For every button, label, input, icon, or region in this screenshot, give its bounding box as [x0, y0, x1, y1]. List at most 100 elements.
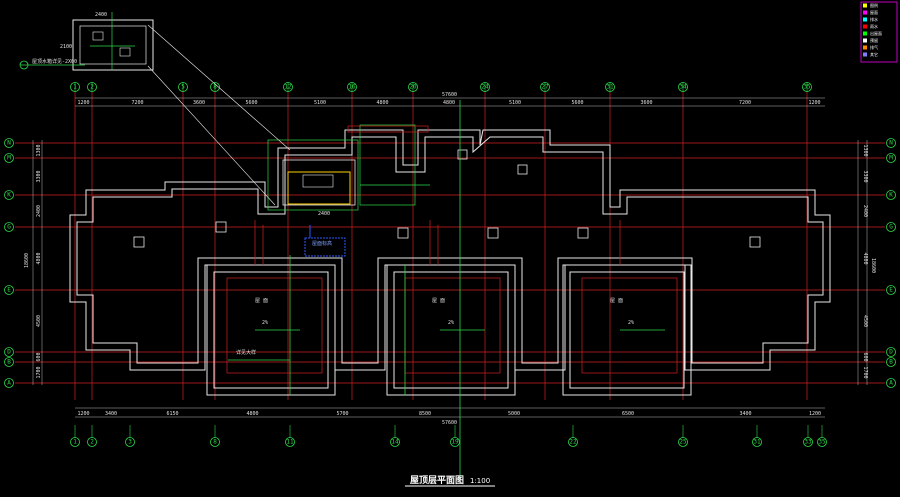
dim-left-3: 4800	[36, 252, 42, 264]
slope-label-a: 2%	[262, 320, 268, 326]
axis-label-left-D: D	[7, 349, 11, 356]
dim-right-6: 1700	[862, 366, 868, 378]
axis-label-bottom-1: 1	[73, 439, 77, 446]
building-outline	[69, 129, 831, 371]
inset-dim-width: 2400	[95, 12, 107, 18]
overall-dim-left: 18600	[24, 253, 30, 268]
slope-marks	[228, 100, 665, 480]
dim-left-5: 600	[36, 352, 42, 361]
dim-right-0: 1300	[862, 144, 868, 156]
legend-swatch-0	[863, 3, 867, 8]
axis-label-bottom-35: 35	[818, 439, 826, 446]
dimension-lines	[32, 97, 868, 418]
legend-item-4: 出屋面	[870, 30, 882, 36]
legend-item-0: 图例	[870, 2, 878, 8]
legend-swatch-1	[863, 10, 867, 15]
axis-label-right-A: A	[889, 380, 893, 387]
axis-bubble-top-24	[480, 82, 490, 92]
axis-bubble-left-G	[4, 222, 14, 232]
dim-bottom-5: 8500	[419, 411, 431, 417]
axis-bubble-right-G	[886, 222, 896, 232]
axis-bubble-bottom-19	[450, 437, 460, 447]
axis-bubble-right-M	[886, 153, 896, 163]
legend-item-2: 排水	[870, 16, 878, 22]
dim-top-8: 5600	[571, 100, 583, 106]
legend-item-1: 屋面	[870, 9, 878, 15]
legend-swatch-4	[863, 31, 867, 36]
elev-callout: 屋面标高	[312, 240, 332, 247]
dim-top-2: 3600	[193, 100, 205, 106]
axis-label-left-B: B	[7, 359, 11, 366]
dim-top-10: 7200	[739, 100, 751, 106]
stair-label-2: 屋 面	[432, 298, 445, 304]
axis-bubble-left-B	[4, 357, 14, 367]
dim-top-3: 5600	[245, 100, 257, 106]
legend-swatch-7	[863, 52, 867, 57]
axis-bubble-bottom-31	[752, 437, 762, 447]
stair-label-1: 屋 面	[255, 298, 268, 304]
axis-label-top-34: 34	[679, 84, 687, 91]
dim-right-3: 4800	[862, 252, 868, 264]
stair-roof-boxes	[206, 264, 692, 396]
axis-bubble-bottom-33	[803, 437, 813, 447]
axis-label-right-N: N	[889, 140, 893, 147]
dim-left-6: 1700	[36, 366, 42, 378]
dim-left-4: 4500	[36, 315, 42, 327]
axis-label-bottom-25: 25	[679, 439, 687, 446]
axis-label-top-5: 5	[181, 84, 185, 91]
axis-bubble-left-E	[4, 285, 14, 295]
axis-bubble-left-A	[4, 378, 14, 388]
axis-label-left-E: E	[7, 287, 11, 294]
axis-label-top-31: 31	[606, 84, 614, 91]
axis-bubble-bottom-1	[70, 437, 80, 447]
legend-swatch-2	[863, 17, 867, 22]
legend-item-6: 排气	[870, 44, 878, 50]
axis-label-top-16: 16	[348, 84, 356, 91]
axis-label-right-B: B	[889, 359, 893, 366]
axis-bubble-top-2	[87, 82, 97, 92]
axis-bubble-top-5	[178, 82, 188, 92]
stair-inner-lines	[226, 220, 678, 374]
axis-bubble-right-A	[886, 378, 896, 388]
stair-label-3: 屋 面	[610, 298, 623, 304]
axis-label-top-2: 2	[90, 84, 94, 91]
dim-right-4: 4500	[862, 315, 868, 327]
inset-detail: 2400 2100 屋顶水箱详见-2X00	[19, 12, 291, 206]
axis-bubble-right-N	[886, 138, 896, 148]
axis-bubble-top-35	[802, 82, 812, 92]
dim-bottom-9: 1200	[809, 411, 821, 417]
dim-top-9: 3600	[640, 100, 652, 106]
axis-label-top-35: 35	[803, 84, 811, 91]
axis-bubble-left-D	[4, 347, 14, 357]
dim-bottom-6: 5000	[508, 411, 520, 417]
axis-bubble-left-M	[4, 153, 14, 163]
dim-top-7: 5100	[509, 100, 521, 106]
dim-bottom-3: 4800	[246, 411, 258, 417]
dim-bottom-7: 6500	[622, 411, 634, 417]
dim-bottom-8: 3400	[739, 411, 751, 417]
axis-label-left-N: N	[7, 140, 11, 147]
roof-vents	[133, 149, 761, 248]
axis-grid-lines	[15, 92, 885, 400]
dim-right-1: 3300	[862, 170, 868, 182]
axis-bubble-top-8	[210, 82, 220, 92]
dim-bottom-0: 1200	[77, 411, 89, 417]
roof-equipment	[267, 124, 429, 211]
dim-bottom-4: 5700	[336, 411, 348, 417]
axis-bubble-top-12	[283, 82, 293, 92]
legend-swatch-5	[863, 38, 867, 43]
axis-label-bottom-22: 22	[569, 439, 577, 446]
axis-bubble-top-34	[678, 82, 688, 92]
axis-label-bottom-11: 11	[286, 439, 294, 446]
overall-dim-right: 18600	[870, 258, 876, 273]
dim-right-2: 2400	[862, 205, 868, 217]
dim-top-4: 5100	[314, 100, 326, 106]
axis-label-left-A: A	[7, 380, 11, 387]
axis-label-bottom-19: 19	[451, 439, 459, 446]
legend-item-7: 其它	[870, 51, 878, 57]
